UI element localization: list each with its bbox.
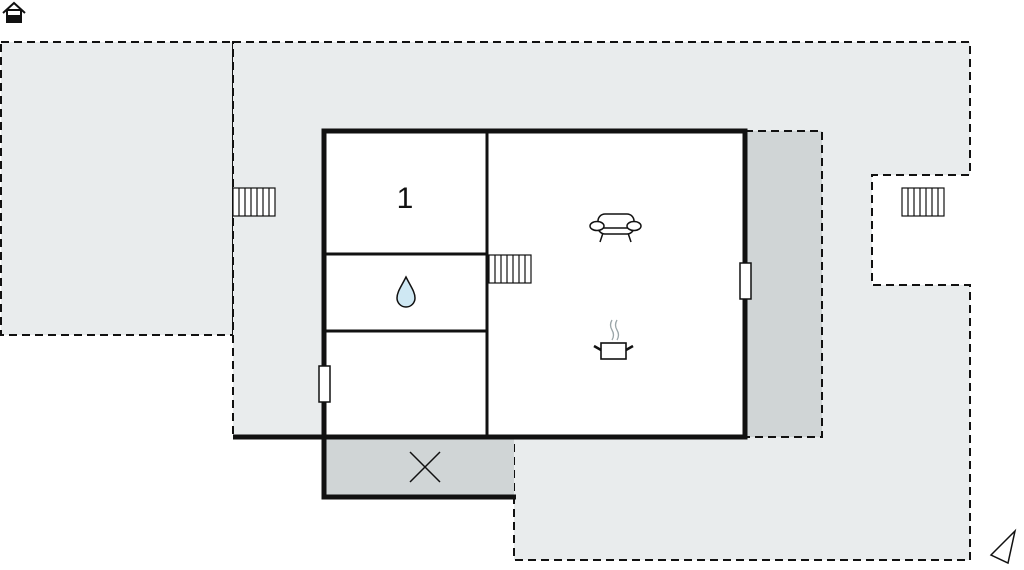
porch [324,437,514,497]
cross-mark [409,451,441,483]
covered-terrace [744,130,823,438]
stairs-icon [901,187,945,217]
sofa-icon [589,213,642,243]
water-drop-icon [396,275,416,308]
cooking-pot-icon [593,319,634,360]
house [321,128,748,440]
terrace-left [0,41,234,336]
stairs-icon [488,254,532,284]
house-icon [2,1,26,23]
room-number: 1 [397,182,414,215]
window [739,262,752,300]
window [318,365,331,403]
stairs-icon [232,187,276,217]
north-arrow-icon [989,528,1017,565]
